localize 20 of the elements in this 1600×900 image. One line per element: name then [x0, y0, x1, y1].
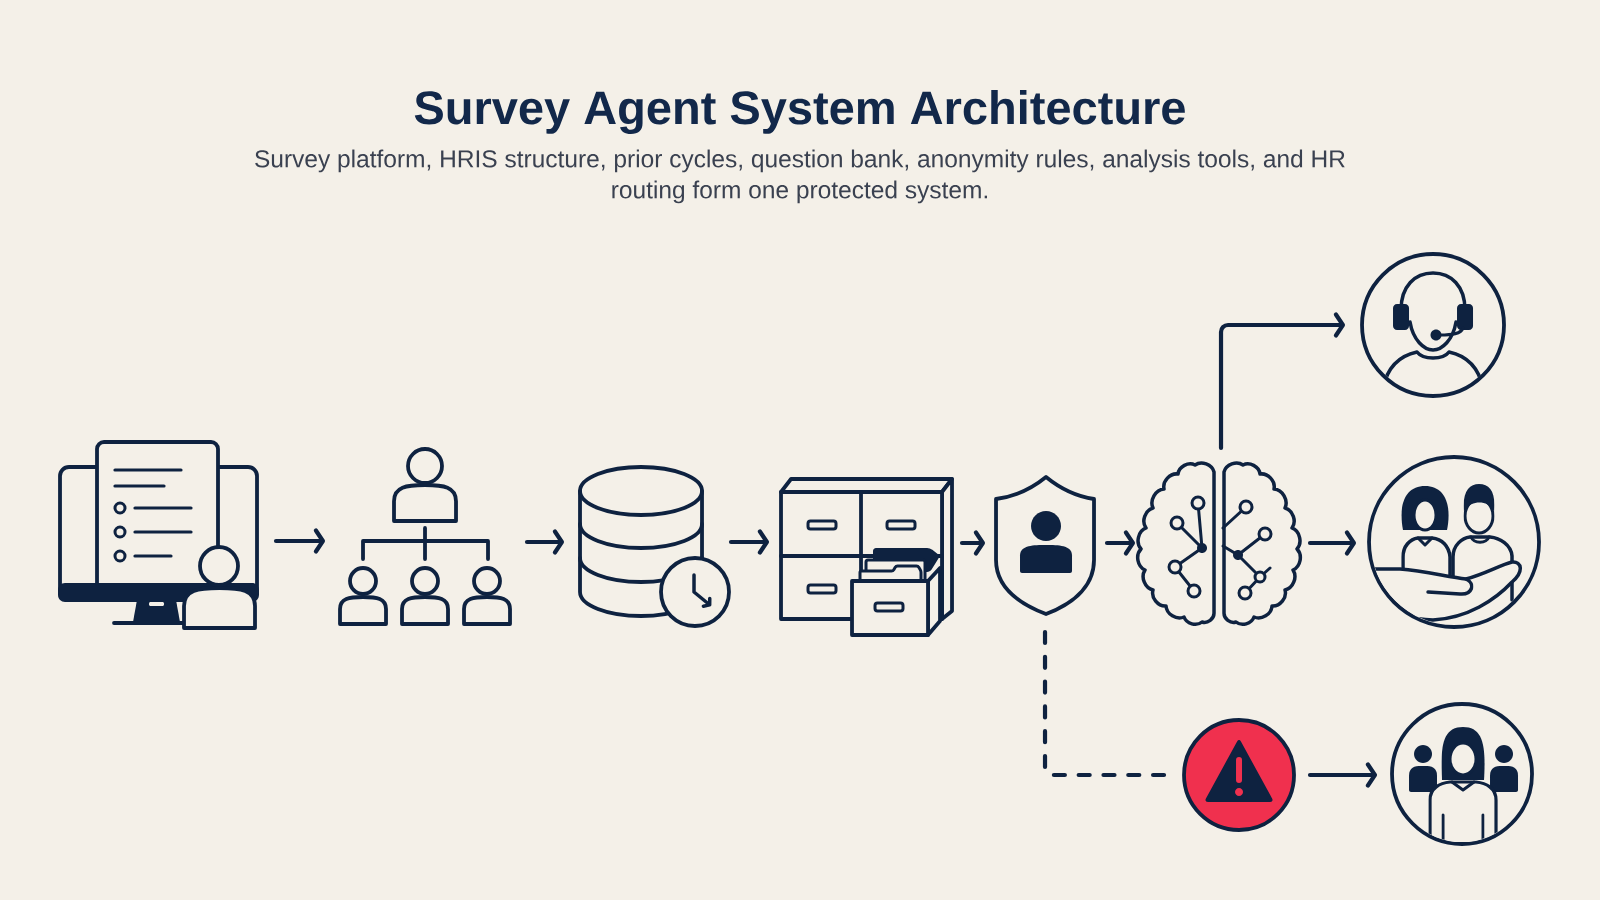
title: Survey Agent System Architecture	[414, 90, 1185, 134]
people-group-icon	[1390, 702, 1534, 846]
headset-agent-icon	[1360, 252, 1506, 398]
arrow	[1218, 312, 1345, 451]
computer-survey-icon	[58, 440, 259, 630]
brain-circuit-icon	[1136, 461, 1303, 627]
shield-user-icon	[994, 475, 1096, 616]
filing-cabinet-icon	[779, 477, 954, 637]
arrow	[273, 528, 325, 554]
org-chart-icon	[338, 447, 512, 626]
arrow	[1307, 530, 1356, 556]
dashed-line	[1042, 629, 1167, 778]
arrow	[524, 529, 564, 555]
database-clock-icon	[578, 465, 731, 628]
arrow	[728, 529, 769, 555]
subtitle: Survey platform, HRIS structure, prior cycles, question bank, anonymity rules, analysis tools, and HR routing form one protected system.	[255, 149, 1345, 204]
arrow	[1104, 530, 1135, 556]
hand-holding-people-icon	[1367, 455, 1541, 629]
warning-icon	[1182, 718, 1296, 832]
arrow	[1307, 762, 1377, 788]
